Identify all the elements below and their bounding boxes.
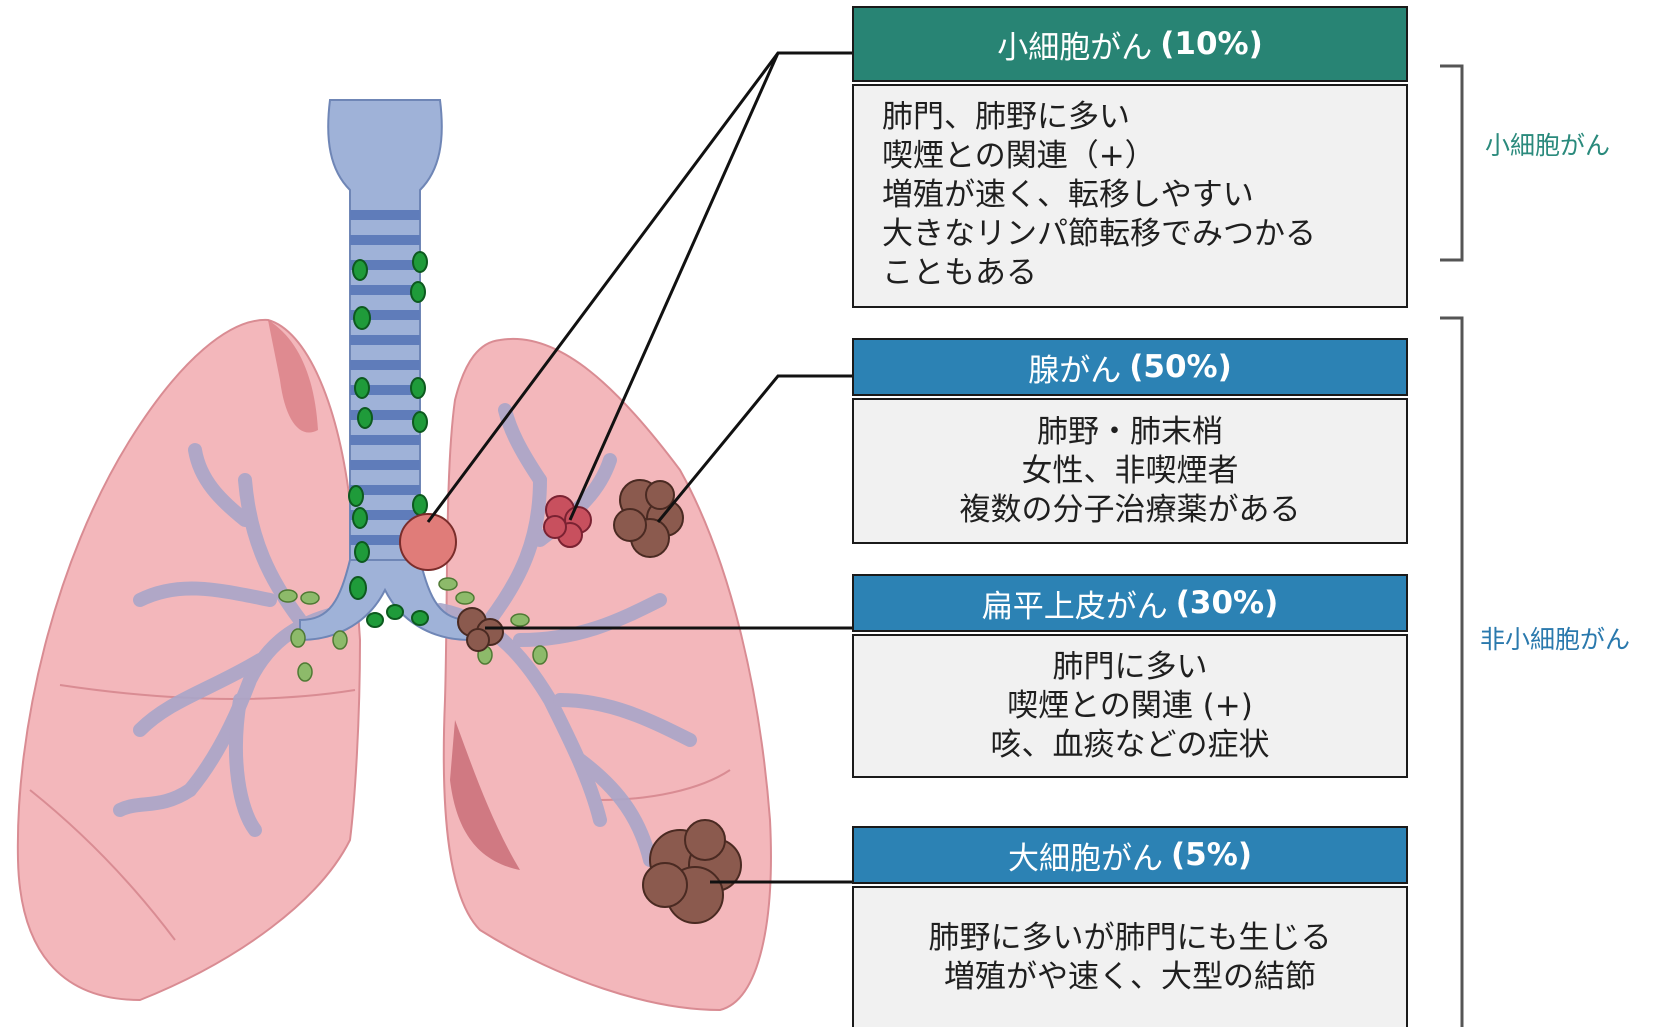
adenocarcinoma-description: 肺野・肺末梢 女性、非喫煙者 複数の分子治療薬がある [852,398,1408,544]
adenocarcinoma-header: 腺がん (50%) [852,338,1408,396]
squamous-description: 肺門に多い 喫煙との関連 (+) 咳、血痰などの症状 [852,634,1408,778]
large-cell-box: 大細胞がん (5%) 肺野に多いが肺門にも生じる 増殖がや速く、大型の結節 [852,826,1408,1027]
small-cell-percent: (10%) [1160,26,1263,62]
squamous-box: 扁平上皮がん (30%) 肺門に多い 喫煙との関連 (+) 咳、血痰などの症状 [852,574,1408,778]
small-cell-box: 小細胞がん (10%) 肺門、肺野に多い 喫煙との関連（+） 増殖が速く、転移し… [852,6,1408,308]
desc-line: こともある [882,254,1406,293]
small-cell-description: 肺門、肺野に多い 喫煙との関連（+） 増殖が速く、転移しやすい 大きなリンパ節転… [852,84,1408,308]
squamous-percent: (30%) [1176,585,1279,621]
desc-line: 喫煙との関連（+） [882,137,1406,176]
adenocarcinoma-box: 腺がん (50%) 肺野・肺末梢 女性、非喫煙者 複数の分子治療薬がある [852,338,1408,544]
large-cell-description: 肺野に多いが肺門にも生じる 増殖がや速く、大型の結節 [852,886,1408,1027]
desc-line: 複数の分子治療薬がある [854,491,1406,530]
adenocarcinoma-title: 腺がん [1028,345,1121,390]
squamous-title: 扁平上皮がん [982,581,1168,626]
small-cell-header: 小細胞がん (10%) [852,6,1408,82]
desc-line: 増殖が速く、転移しやすい [882,176,1406,215]
desc-line: 肺門に多い [854,648,1406,687]
non-small-cell-bracket [1440,318,1462,1027]
small-cell-group-label: 小細胞がん [1485,126,1610,162]
large-cell-header: 大細胞がん (5%) [852,826,1408,884]
squamous-header: 扁平上皮がん (30%) [852,574,1408,632]
desc-line: 増殖がや速く、大型の結節 [854,958,1406,997]
small-cell-title: 小細胞がん [997,22,1152,67]
large-cell-percent: (5%) [1171,837,1252,873]
desc-line: 喫煙との関連 (+) [854,687,1406,726]
desc-line: 大きなリンパ節転移でみつかる [882,215,1406,254]
desc-line: 肺野に多いが肺門にも生じる [854,919,1406,958]
desc-line: 肺門、肺野に多い [882,98,1406,137]
non-small-cell-group-label: 非小細胞がん [1480,620,1630,656]
small-cell-bracket [1440,66,1462,260]
desc-line: 肺野・肺末梢 [854,413,1406,452]
desc-line: 咳、血痰などの症状 [854,726,1406,765]
small-cell-tumor-hilar [400,514,456,570]
large-cell-title: 大細胞がん [1008,833,1163,878]
desc-line: 女性、非喫煙者 [854,452,1406,491]
adenocarcinoma-percent: (50%) [1129,349,1232,385]
